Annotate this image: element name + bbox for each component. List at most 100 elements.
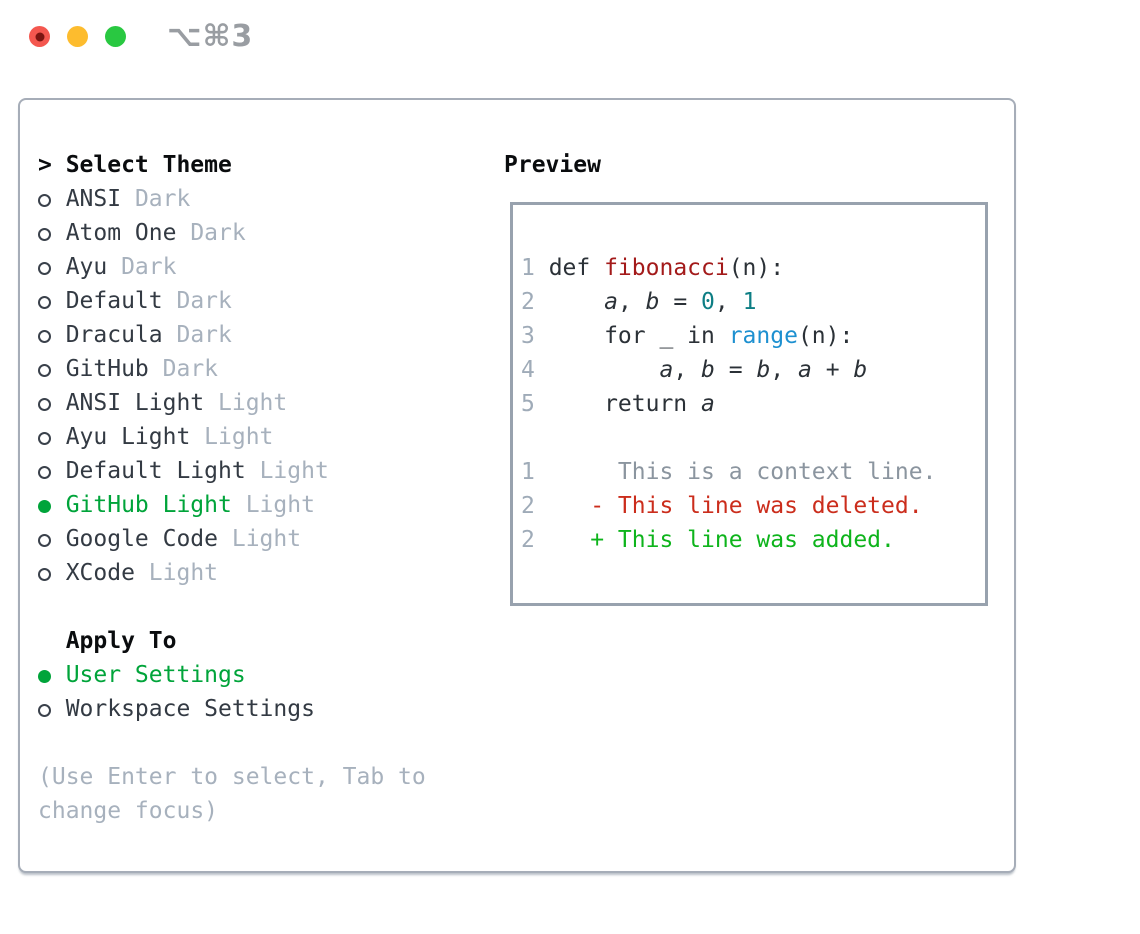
theme-option-github[interactable]: GitHub Dark [38, 352, 426, 386]
option-label: User Settings [65, 662, 246, 688]
close-dot-icon [35, 32, 44, 41]
preview-line: 2 + This line was added. [521, 523, 979, 557]
token-num: 1 [742, 289, 757, 315]
option-label: GitHub [65, 356, 163, 382]
radio-icon [38, 692, 66, 726]
option-variant-label: Dark [134, 186, 191, 212]
line-number: 2 [521, 289, 535, 315]
radio-selected-icon [38, 488, 66, 522]
token-deleted: - This line was deleted. [548, 493, 923, 519]
token-code: , [714, 289, 743, 315]
line-number: 3 [521, 323, 535, 349]
token-var: b [853, 357, 868, 383]
close-button[interactable] [29, 26, 50, 47]
hint-line-1: (Use Enter to select, Tab to [38, 764, 426, 790]
option-variant-label: Dark [190, 220, 246, 246]
theme-option-xcode[interactable]: XCode Light [38, 556, 426, 590]
radio-icon [38, 454, 66, 488]
theme-option-ayu[interactable]: Ayu Dark [38, 250, 426, 284]
token-var: b [756, 357, 771, 383]
option-label: Ayu Light [65, 424, 205, 450]
theme-option-default-light[interactable]: Default Light Light [38, 454, 426, 488]
token-code: + [811, 357, 854, 383]
token-code: def [548, 255, 605, 281]
spacer [38, 590, 426, 624]
option-label: Dracula [65, 322, 177, 348]
preview-line: 2 - This line was deleted. [521, 489, 979, 523]
preview-line: 1 This is a context line. [521, 455, 979, 489]
theme-list-header-label: Select Theme [65, 152, 232, 178]
apply-option-user-settings[interactable]: User Settings [38, 658, 426, 692]
preview-line: 3 for _ in range(n): [521, 319, 979, 353]
radio-icon [38, 522, 66, 556]
option-label: Default [65, 288, 177, 314]
token-code: , [617, 289, 646, 315]
theme-option-atom-one[interactable]: Atom One Dark [38, 216, 426, 250]
token-var: a [701, 391, 715, 417]
theme-option-dracula[interactable]: Dracula Dark [38, 318, 426, 352]
option-label: XCode [65, 560, 149, 586]
option-variant-label: Dark [162, 356, 219, 382]
radio-icon [38, 352, 66, 386]
token-var: a [659, 357, 674, 383]
radio-icon [38, 556, 66, 590]
option-variant-label: Light [231, 526, 302, 552]
option-variant-label: Light [204, 424, 274, 450]
theme-option-ansi-light[interactable]: ANSI Light Light [38, 386, 426, 420]
spacer [38, 726, 426, 760]
option-variant-label: Light [245, 492, 315, 518]
token-code: , [673, 357, 702, 383]
theme-option-google-code[interactable]: Google Code Light [38, 522, 426, 556]
line-number: 1 [521, 255, 535, 281]
hint-line-2: change focus) [38, 798, 219, 824]
option-variant-label: Light [259, 458, 329, 484]
option-variant-label: Dark [176, 322, 232, 348]
option-variant-label: Light [148, 560, 219, 586]
token-code: = [659, 289, 702, 315]
window-titlebar: ⌥⌘3 [0, 0, 1140, 74]
token-builtin: range [728, 323, 798, 349]
minimize-button[interactable] [67, 26, 88, 47]
token-func: fibonacci [604, 255, 729, 281]
window-shortcut-label: ⌥⌘3 [167, 19, 254, 54]
theme-option-ansi[interactable]: ANSI Dark [38, 182, 426, 216]
token-context: This is a context line. [548, 459, 937, 485]
token-code: (n): [797, 323, 854, 349]
radio-icon [38, 318, 66, 352]
radio-icon [38, 182, 66, 216]
token-var: a [604, 289, 618, 315]
theme-option-default[interactable]: Default Dark [38, 284, 426, 318]
theme-option-ayu-light[interactable]: Ayu Light Light [38, 420, 426, 454]
preview-blank-line [521, 421, 979, 455]
option-label: ANSI Light [65, 390, 219, 416]
option-variant-label: Light [218, 390, 288, 416]
theme-list-header: >Select Theme [38, 148, 426, 182]
token-var: b [701, 357, 715, 383]
radio-icon [38, 284, 66, 318]
line-number: 2 [521, 527, 535, 553]
radio-icon [38, 386, 66, 420]
token-code: return [548, 391, 702, 417]
preview-line: 4 a, b = b, a + b [521, 353, 979, 387]
option-label: ANSI [65, 186, 135, 212]
maximize-button[interactable] [105, 26, 126, 47]
token-code: for _ in [548, 323, 729, 349]
option-label: Ayu [65, 254, 122, 280]
token-code: , [770, 357, 798, 383]
line-number: 5 [521, 391, 535, 417]
theme-option-github-light[interactable]: GitHub Light Light [38, 488, 426, 522]
option-label: Default Light [65, 458, 260, 484]
token-code [549, 289, 604, 315]
preview-header: Preview [504, 152, 601, 178]
token-var: a [798, 357, 812, 383]
apply-option-workspace-settings[interactable]: Workspace Settings [38, 692, 426, 726]
token-var: b [645, 289, 660, 315]
option-label: Atom One [65, 220, 191, 246]
token-code: = [714, 357, 757, 383]
